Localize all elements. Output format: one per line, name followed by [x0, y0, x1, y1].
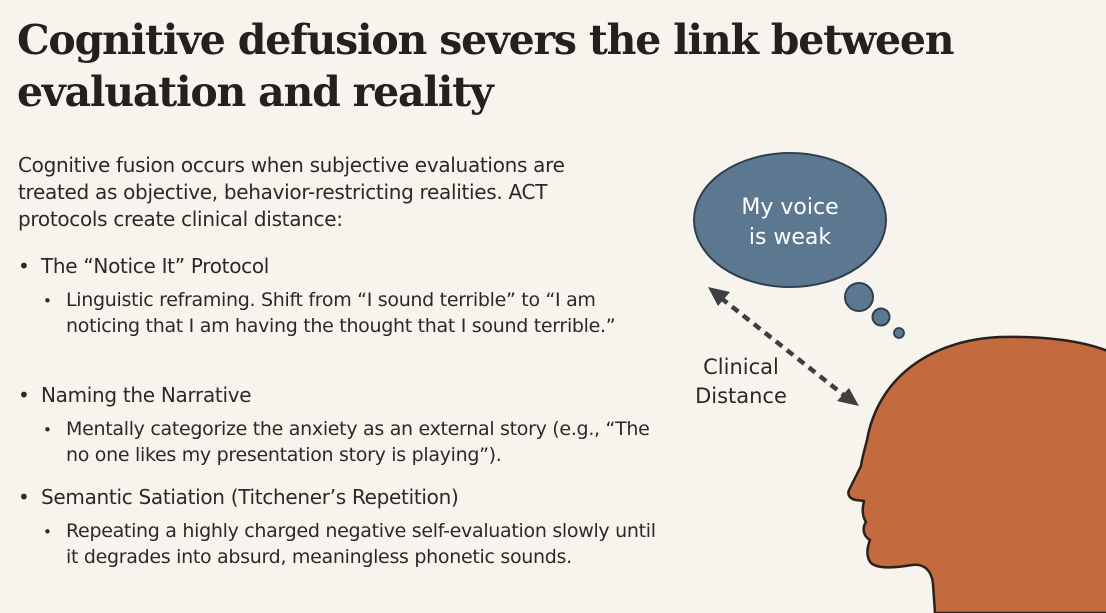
protocol-list: • The “Notice It” Protocol • Linguistic …	[18, 254, 656, 568]
head-silhouette	[847, 335, 1106, 613]
thought-bubble-dot-small	[893, 327, 905, 339]
thought-bubble	[693, 152, 887, 288]
distance-arrow-head-end	[837, 388, 859, 406]
sub-bullet-dot: •	[43, 523, 52, 541]
distance-label-line1: Clinical	[703, 355, 779, 379]
sub-bullet-dot: •	[43, 421, 52, 439]
distance-label-line2: Distance	[695, 384, 787, 408]
sub-bullet-dot: •	[43, 292, 52, 310]
bullet-dot: •	[18, 485, 30, 509]
thought-bubble-dot-large	[844, 282, 874, 312]
slide-title: Cognitive defusion severs the link betwe…	[17, 16, 955, 116]
distance-arrow-line	[719, 296, 847, 398]
distance-arrow-head-start	[708, 287, 730, 306]
intro-text: Cognitive fusion occurs when subjective …	[18, 153, 565, 231]
bullet-dot: •	[18, 383, 30, 407]
thought-text-line2: is weak	[749, 225, 832, 250]
bullet-dot: •	[18, 254, 30, 278]
thought-text-line1: My voice	[741, 195, 838, 220]
thought-bubble-dot-medium	[871, 307, 891, 327]
